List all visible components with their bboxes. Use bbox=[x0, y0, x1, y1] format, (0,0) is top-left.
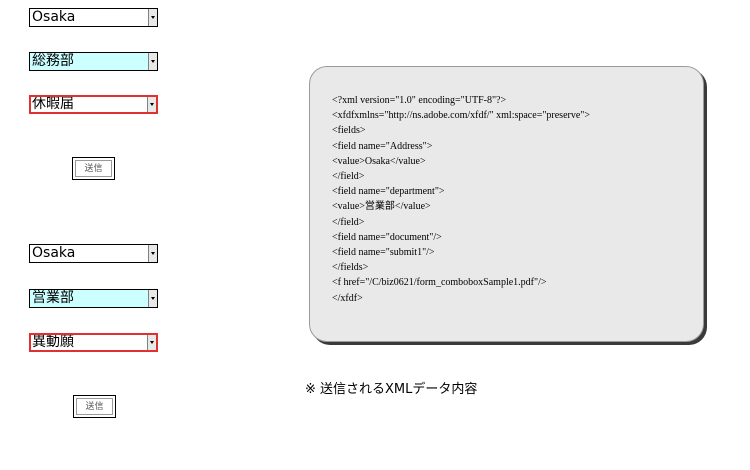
chevron-down-icon bbox=[151, 296, 155, 300]
document-combobox-1-dropdown-button[interactable] bbox=[147, 97, 156, 112]
xml-line: <value>Osaka</value> bbox=[332, 155, 426, 167]
department-combobox-1-value: 総務部 bbox=[32, 53, 74, 69]
xml-line: <field name="department"> bbox=[332, 186, 445, 198]
xml-line: <f href="/C/biz0621/form_comboboxSample1… bbox=[332, 277, 547, 289]
address-combobox-2-dropdown-button[interactable] bbox=[148, 245, 157, 262]
address-combobox-2-value: Osaka bbox=[32, 245, 76, 261]
department-combobox-2-value: 営業部 bbox=[32, 290, 74, 306]
document-combobox-2[interactable]: 異動願 bbox=[29, 333, 158, 352]
address-combobox-2[interactable]: Osaka bbox=[29, 244, 158, 263]
xml-line: <fields> bbox=[332, 125, 366, 137]
xml-data-panel: <?xml version="1.0" encoding="UTF-8"?> <… bbox=[309, 66, 704, 342]
document-combobox-2-value: 異動願 bbox=[32, 334, 74, 350]
address-combobox-1-value: Osaka bbox=[32, 9, 76, 25]
department-combobox-1-dropdown-button[interactable] bbox=[148, 53, 157, 70]
xml-line: </fields> bbox=[332, 262, 369, 274]
chevron-down-icon bbox=[150, 102, 154, 106]
xml-line: <?xml version="1.0" encoding="UTF-8"?> bbox=[332, 95, 507, 106]
address-combobox-1-dropdown-button[interactable] bbox=[148, 9, 157, 26]
xml-line: <field name="document"/> bbox=[332, 231, 442, 243]
document-combobox-2-dropdown-button[interactable] bbox=[147, 335, 156, 350]
document-combobox-1[interactable]: 休暇届 bbox=[29, 95, 158, 114]
document-combobox-1-value: 休暇届 bbox=[32, 96, 74, 112]
department-combobox-1[interactable]: 総務部 bbox=[29, 52, 158, 71]
submit-button-2-label: 送信 bbox=[76, 398, 113, 415]
xml-line: <field name="Address"> bbox=[332, 140, 433, 152]
chevron-down-icon bbox=[150, 340, 154, 344]
chevron-down-icon bbox=[151, 251, 155, 255]
department-combobox-2[interactable]: 営業部 bbox=[29, 289, 158, 308]
xml-line: <xfdfxmlns="http://ns.adobe.com/xfdf/" x… bbox=[332, 110, 590, 122]
submit-button-1[interactable]: 送信 bbox=[72, 157, 115, 180]
submit-button-1-label: 送信 bbox=[75, 160, 112, 177]
xml-line: <value>営業部</value> bbox=[332, 201, 431, 213]
department-combobox-2-dropdown-button[interactable] bbox=[148, 290, 157, 307]
xml-line: </xfdf> bbox=[332, 292, 363, 304]
xml-line: <field name="submit1"/> bbox=[332, 247, 435, 259]
xml-line: </field> bbox=[332, 171, 365, 183]
xml-data-caption: ※ 送信されるXMLデータ内容 bbox=[305, 382, 478, 397]
chevron-down-icon bbox=[151, 15, 155, 19]
xml-line: </field> bbox=[332, 216, 365, 228]
address-combobox-1[interactable]: Osaka bbox=[29, 8, 158, 27]
submit-button-2[interactable]: 送信 bbox=[73, 395, 116, 418]
chevron-down-icon bbox=[151, 59, 155, 63]
